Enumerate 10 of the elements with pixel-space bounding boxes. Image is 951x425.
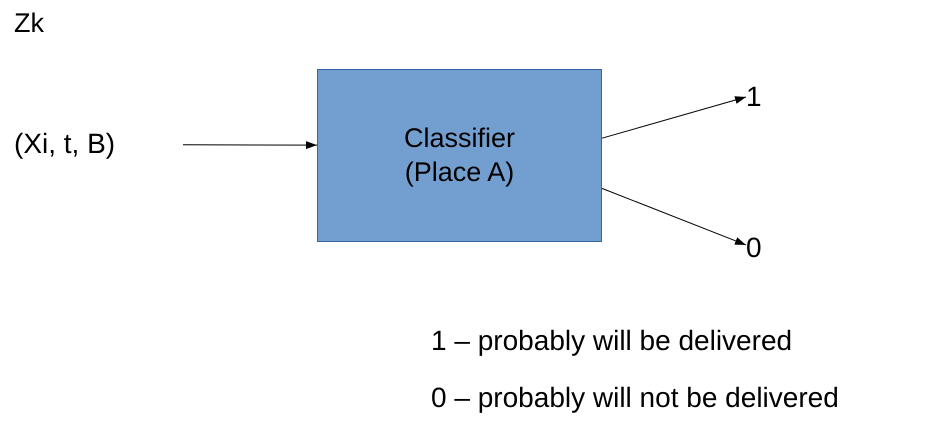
legend-note: 1 – probably will be delivered — [431, 325, 792, 358]
node-label: 0 — [746, 231, 772, 265]
node-label: 1 — [746, 80, 772, 114]
process-box: Classifier (Place A) — [317, 69, 602, 242]
arrow — [182, 141, 318, 150]
legend-note: 0 – probably will not be delivered — [431, 382, 839, 414]
arrow — [602, 188, 746, 246]
arrow — [602, 95, 746, 139]
node-label: (Xi, t, B) — [14, 124, 183, 164]
diagram-label: Zk — [14, 8, 44, 40]
